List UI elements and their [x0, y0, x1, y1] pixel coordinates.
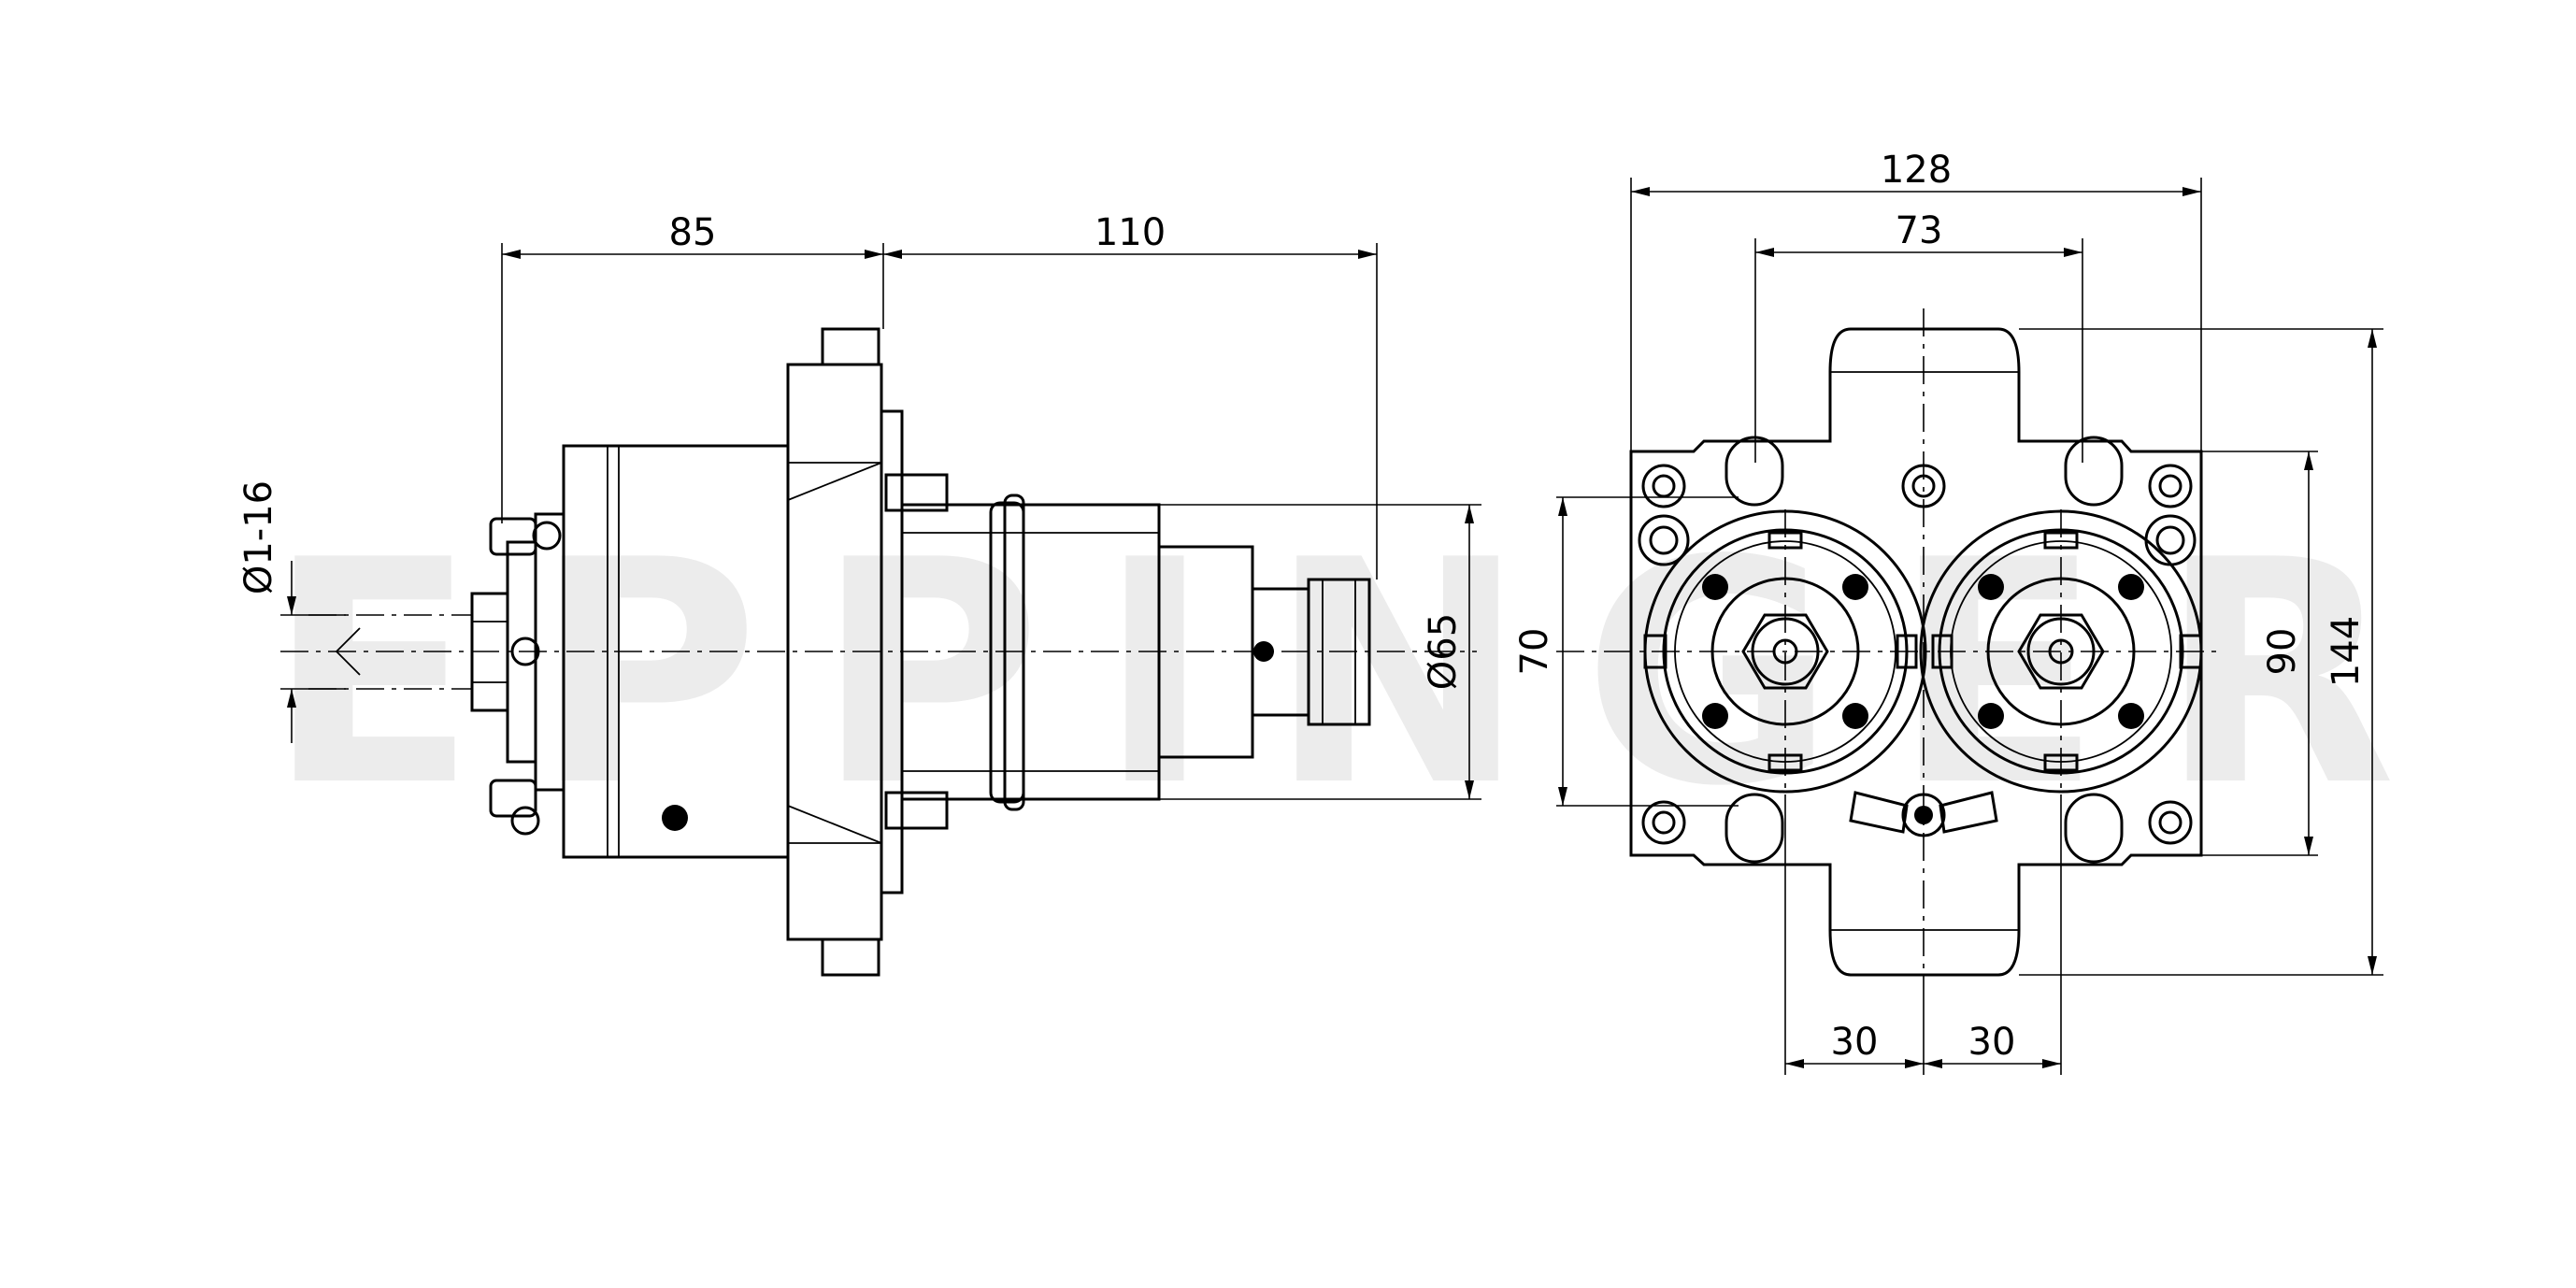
fitting-center-l — [1896, 634, 1918, 669]
dim-len-front: 85 — [669, 211, 717, 254]
fitting-right — [2179, 634, 2203, 669]
lube-point — [662, 805, 688, 831]
dim-offset-left: 30 — [1831, 1021, 1879, 1064]
dim-len-back: 110 — [1095, 211, 1166, 254]
drive-tang — [1307, 578, 1371, 726]
fitting-center-r — [1931, 634, 1953, 669]
watermark-text: EPPINGER — [266, 494, 2453, 853]
screw-head-top — [532, 521, 562, 551]
side-view: 85 110 Ø1-16 Ø65 — [237, 211, 1481, 977]
front-view: 128 73 70 90 144 30 30 — [1513, 149, 2383, 1075]
side-screw-top — [489, 517, 537, 556]
slot-tl — [1724, 436, 1784, 507]
coolant-nozzles — [1849, 791, 1998, 837]
center-screw — [510, 637, 540, 666]
spindle-left — [1643, 509, 1927, 794]
dim-dia-collet: Ø1-16 — [237, 480, 280, 594]
slot-bl — [1724, 793, 1784, 864]
screw-head-bottom — [510, 806, 540, 836]
dim-height-bolts: 90 — [2261, 628, 2304, 676]
dim-dia-shank: Ø65 — [1422, 613, 1465, 690]
slot-tr — [2064, 436, 2124, 507]
dim-height-inner: 70 — [1513, 628, 1556, 676]
seal-ring-2 — [1003, 494, 1025, 811]
dim-width-total: 128 — [1881, 149, 1952, 192]
fitting-left — [1643, 634, 1667, 669]
dim-offset-right: 30 — [1968, 1021, 2016, 1064]
slot-br — [2064, 793, 2124, 864]
shaft-hole — [1253, 641, 1274, 662]
watermark-logo: EPPINGER — [266, 494, 2453, 853]
pin-bottom — [884, 791, 949, 830]
corner-bolts — [1638, 464, 2197, 845]
flange-lug-top — [821, 327, 880, 366]
flange-lug-bottom — [821, 937, 880, 977]
dim-height-total: 144 — [2325, 616, 2368, 687]
pin-top — [884, 473, 949, 512]
dim-spindle-spacing: 73 — [1896, 209, 1943, 252]
